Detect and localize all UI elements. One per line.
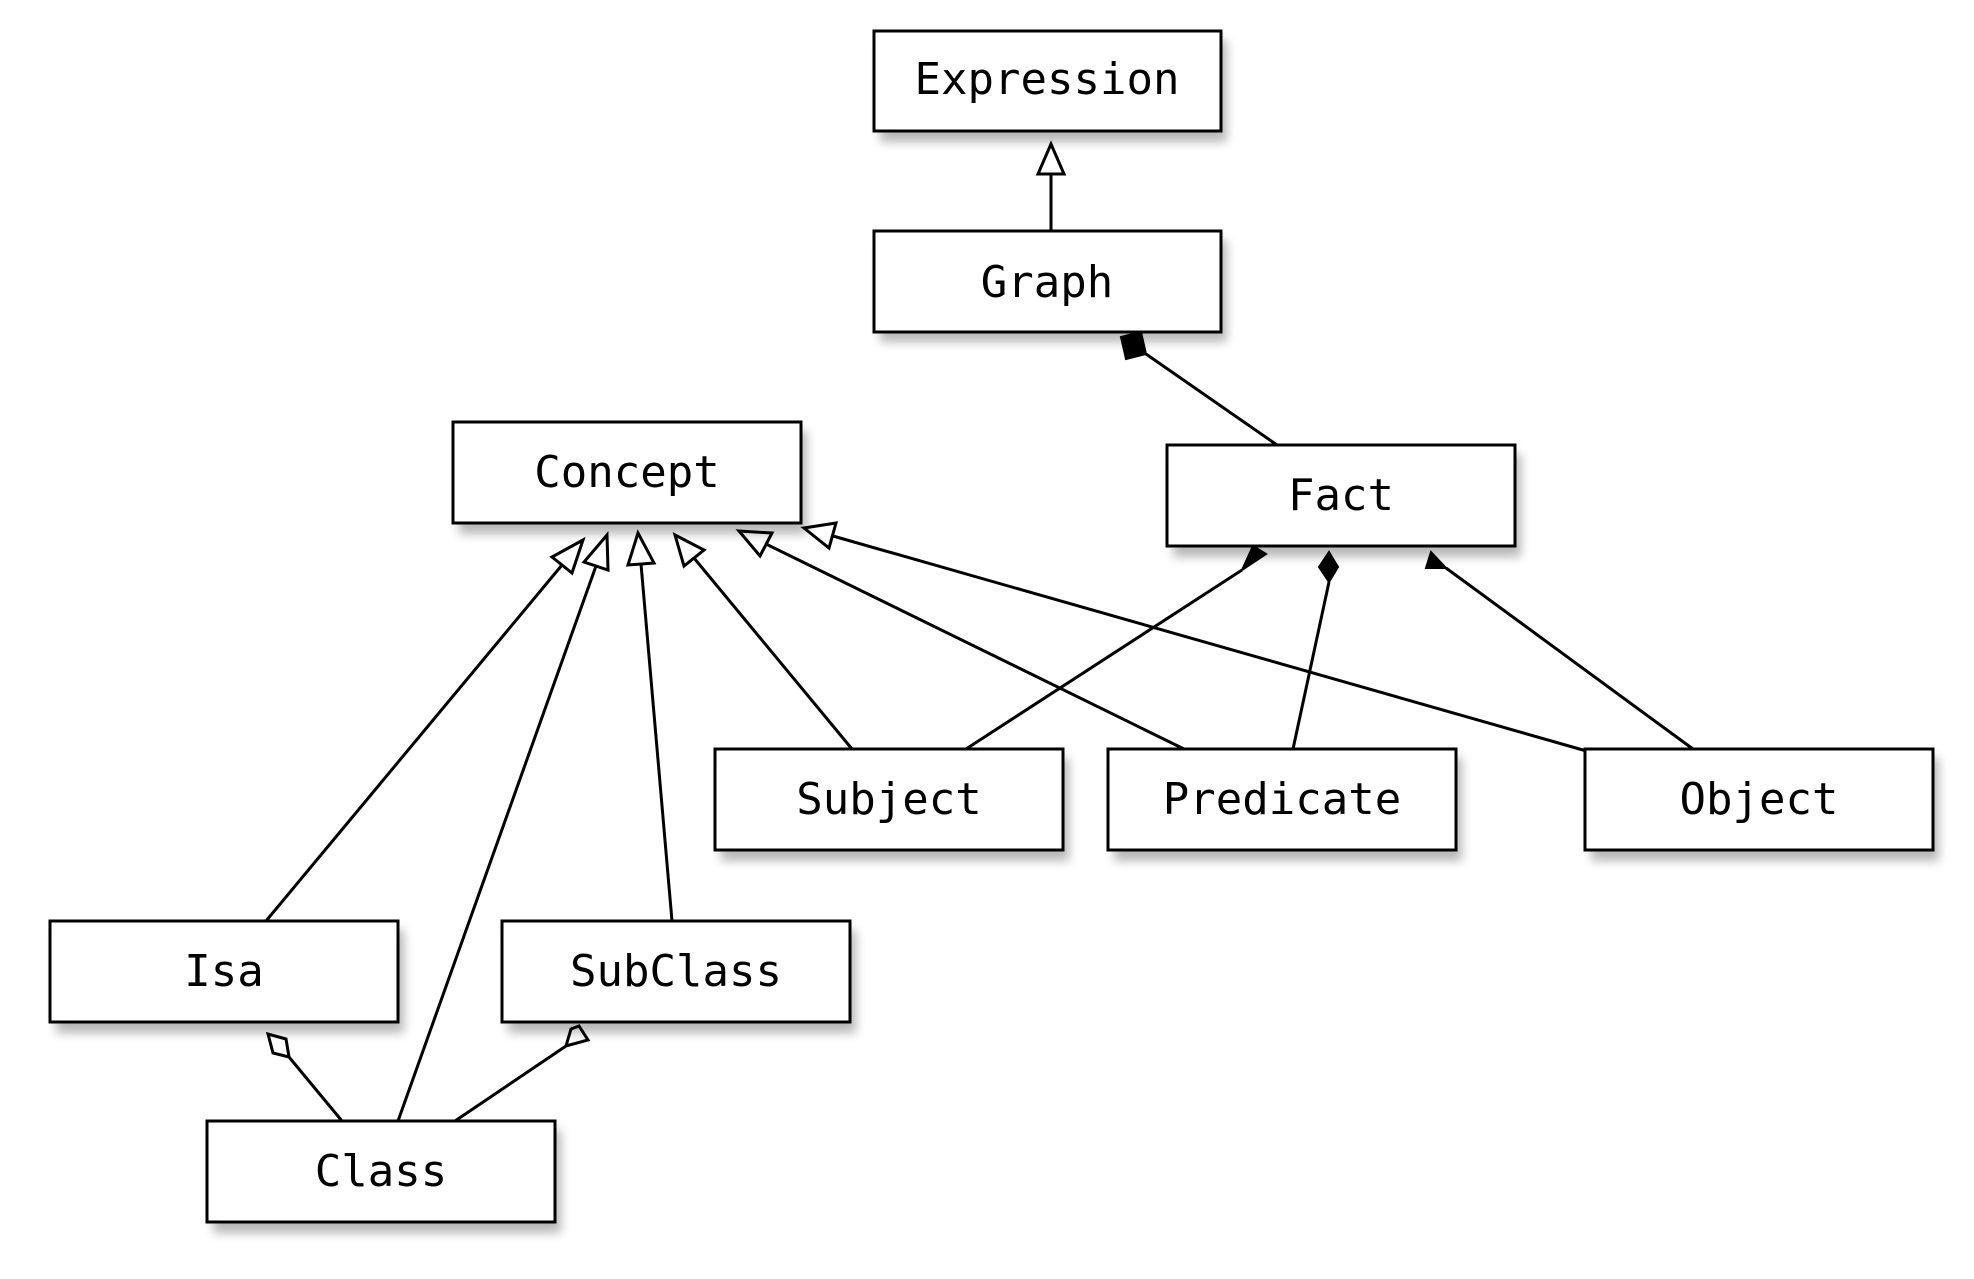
class-label-concept: Concept [534, 447, 719, 498]
class-box-graph[interactable]: Graph [872, 229, 1227, 342]
generalization-arrow-subclass [625, 529, 657, 567]
link-class-concept [396, 565, 598, 1122]
class-label-expression: Expression [915, 54, 1180, 105]
link-class-isa [287, 1056, 344, 1122]
link-subject-fact [965, 568, 1243, 751]
class-box-subclass[interactable]: SubClass [500, 919, 856, 1033]
link-fact-graph [1145, 352, 1278, 447]
class-label-graph: Graph [981, 257, 1113, 308]
link-subclass-concept [639, 563, 674, 922]
class-box-fact[interactable]: Fact [1165, 443, 1521, 557]
class-label-subclass: SubClass [570, 946, 782, 997]
link-class-subclass [454, 1044, 567, 1123]
class-label-isa: Isa [184, 946, 263, 997]
link-predicate-fact [1291, 581, 1331, 750]
link-subject-concept [692, 557, 854, 750]
class-label-predicate: Predicate [1163, 774, 1401, 825]
class-label-class: Class [315, 1146, 447, 1197]
link-isa-concept [264, 564, 564, 922]
arrowheads [265, 140, 1449, 1060]
generalization-arrow-expression [1035, 140, 1067, 176]
generalization-arrow-subject [672, 532, 707, 569]
generalization-arrow-isa [549, 536, 586, 576]
link-object-concept [832, 534, 1591, 754]
aggregation-diamond-isa [265, 1031, 291, 1060]
class-box-predicate[interactable]: Predicate [1106, 747, 1462, 861]
class-box-concept[interactable]: Concept [451, 420, 807, 534]
generalization-arrow-class [581, 531, 610, 573]
link-object-fact [1445, 566, 1694, 751]
generalization-arrow-object [800, 521, 839, 551]
class-label-subject: Subject [796, 774, 981, 825]
class-box-class[interactable]: Class [205, 1119, 561, 1233]
class-box-expression[interactable]: Expression [872, 29, 1227, 142]
generalization-arrow-predicate [735, 529, 775, 559]
class-label-fact: Fact [1288, 470, 1394, 521]
class-box-object[interactable]: Object [1583, 747, 1939, 861]
class-label-object: Object [1680, 774, 1839, 825]
class-box-isa[interactable]: Isa [48, 919, 404, 1033]
class-box-subject[interactable]: Subject [713, 747, 1069, 861]
link-predicate-concept [765, 542, 1185, 751]
connector-lines [264, 174, 1694, 1123]
